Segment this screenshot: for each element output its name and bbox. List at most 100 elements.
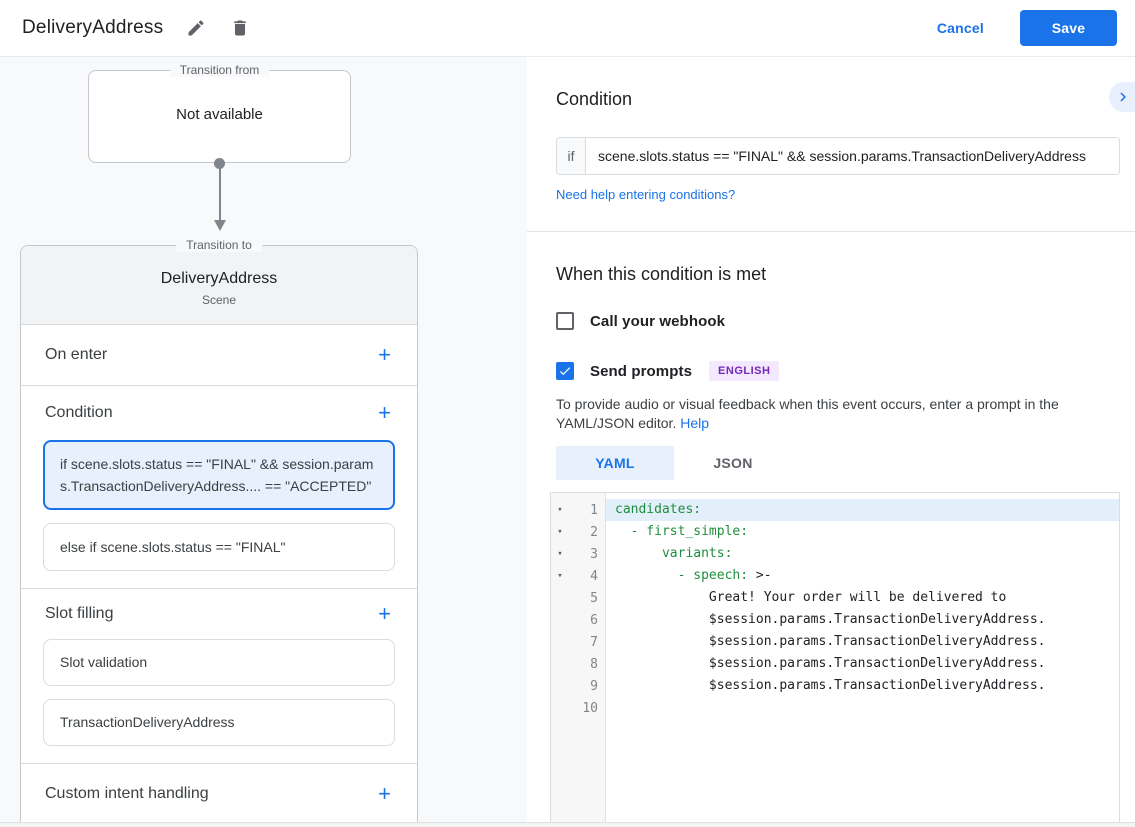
code-line[interactable]: $session.params.TransactionDeliveryAddre…	[606, 653, 1119, 675]
chevron-right-icon	[1120, 92, 1126, 102]
gutter-row: ▾4	[551, 565, 605, 587]
transition-arrow	[213, 158, 226, 232]
condition-detail-panel: Condition if Need help entering conditio…	[527, 57, 1135, 822]
condition-item[interactable]: if scene.slots.status == "FINAL" && sess…	[43, 440, 395, 510]
section-slot-filling-label: Slot filling	[45, 605, 114, 622]
edit-icon[interactable]	[185, 17, 207, 39]
gutter-row: 6	[551, 609, 605, 631]
slot-item[interactable]: TransactionDeliveryAddress	[43, 699, 395, 746]
section-condition-label: Condition	[45, 404, 113, 421]
send-prompts-checkbox[interactable]	[556, 362, 574, 380]
gutter-row: 8	[551, 653, 605, 675]
line-number: 6	[590, 612, 598, 628]
code-line[interactable]: $session.params.TransactionDeliveryAddre…	[606, 631, 1119, 653]
collapse-panel-button[interactable]	[1109, 82, 1135, 112]
scene-card: Transition to DeliveryAddress Scene On e…	[20, 238, 418, 822]
add-on-enter-button[interactable]: +	[378, 342, 391, 367]
condition-item[interactable]: else if scene.slots.status == "FINAL"	[43, 523, 395, 571]
tab-json[interactable]: JSON	[713, 455, 753, 471]
scene-name: DeliveryAddress	[160, 269, 278, 287]
line-number: 5	[590, 590, 598, 606]
line-number: 2	[590, 524, 598, 540]
slot-item[interactable]: Slot validation	[43, 639, 395, 686]
prompt-description: To provide audio or visual feedback when…	[556, 396, 1059, 431]
code-token: $session.params.TransactionDeliveryAddre…	[615, 612, 1046, 627]
condition-help-link[interactable]: Need help entering conditions?	[556, 187, 736, 202]
line-number: 8	[590, 656, 598, 672]
line-number: 9	[590, 678, 598, 694]
section-custom-intent-label: Custom intent handling	[45, 785, 209, 802]
code-token: Great! Your order will be delivered to	[615, 590, 1007, 605]
editor-format-tabs: YAML JSON	[556, 446, 1120, 480]
code-token: candidates:	[615, 502, 702, 517]
language-badge: ENGLISH	[709, 361, 780, 381]
transition-from-box: Transition from Not available	[88, 63, 351, 163]
editor-code-area[interactable]: candidates: - first_simple: variants: - …	[606, 493, 1119, 822]
code-token: $session.params.TransactionDeliveryAddre…	[615, 634, 1046, 649]
fold-arrow-icon[interactable]: ▾	[557, 549, 563, 559]
bottom-scrollbar-track[interactable]	[0, 822, 1135, 827]
condition-if-input[interactable]	[586, 138, 1119, 174]
scene-type: Scene	[201, 292, 237, 307]
code-token: - first_simple:	[630, 524, 749, 539]
code-line[interactable]: $session.params.TransactionDeliveryAddre…	[606, 609, 1119, 631]
code-line[interactable]: candidates:	[606, 499, 1119, 521]
scene-graph-panel: Transition from Not available Transition…	[0, 57, 527, 822]
transition-from-value: Not available	[176, 106, 263, 123]
topbar: DeliveryAddress Cancel Save	[0, 0, 1135, 57]
code-line[interactable]: - speech: >-	[606, 565, 1119, 587]
line-number: 1	[590, 502, 598, 518]
code-token	[615, 568, 678, 583]
code-token: >-	[748, 568, 772, 583]
condition-item-list: if scene.slots.status == "FINAL" && sess…	[21, 440, 417, 571]
transition-to-label: Transition to	[176, 238, 262, 252]
gutter-row: ▾2	[551, 521, 605, 543]
code-token: - speech:	[677, 568, 749, 583]
save-button[interactable]: Save	[1020, 10, 1117, 46]
add-slot-button[interactable]: +	[378, 601, 391, 626]
gutter-row: ▾1	[551, 499, 605, 521]
gutter-row: 10	[551, 697, 605, 719]
code-token: $session.params.TransactionDeliveryAddre…	[615, 678, 1046, 693]
code-token	[615, 524, 631, 539]
page-title: DeliveryAddress	[22, 17, 164, 38]
code-line[interactable]: - first_simple:	[606, 521, 1119, 543]
code-token: variants:	[661, 546, 733, 561]
code-line[interactable]	[606, 697, 1119, 719]
gutter-row: 9	[551, 675, 605, 697]
if-prefix-label: if	[557, 138, 586, 174]
condition-expression-field: if	[556, 137, 1120, 175]
fold-arrow-icon[interactable]: ▾	[557, 571, 563, 581]
code-token	[615, 546, 662, 561]
line-number: 10	[582, 700, 598, 716]
call-webhook-checkbox[interactable]	[556, 312, 574, 330]
send-prompts-label: Send prompts	[590, 362, 693, 380]
tab-yaml[interactable]: YAML	[556, 446, 674, 480]
line-number: 3	[590, 546, 598, 562]
code-line[interactable]: Great! Your order will be delivered to	[606, 587, 1119, 609]
delete-icon[interactable]	[229, 17, 251, 39]
add-condition-button[interactable]: +	[378, 400, 391, 425]
scene-card-header: DeliveryAddress Scene	[21, 246, 417, 324]
fold-arrow-icon[interactable]: ▾	[557, 527, 563, 537]
when-condition-heading: When this condition is met	[556, 264, 767, 284]
code-line[interactable]: variants:	[606, 543, 1119, 565]
gutter-row: ▾3	[551, 543, 605, 565]
call-webhook-label: Call your webhook	[590, 312, 726, 330]
gutter-row: 5	[551, 587, 605, 609]
transition-from-label: Transition from	[169, 63, 270, 77]
code-token: $session.params.TransactionDeliveryAddre…	[615, 656, 1046, 671]
add-custom-intent-button[interactable]: +	[378, 781, 391, 806]
cancel-button[interactable]: Cancel	[936, 20, 984, 36]
section-divider	[527, 231, 1135, 232]
fold-arrow-icon[interactable]: ▾	[557, 505, 563, 515]
section-on-enter-label: On enter	[45, 346, 108, 363]
condition-heading: Condition	[556, 89, 633, 109]
line-number: 7	[590, 634, 598, 650]
help-link[interactable]: Help	[680, 415, 710, 431]
line-number: 4	[590, 568, 598, 584]
code-line[interactable]: $session.params.TransactionDeliveryAddre…	[606, 675, 1119, 697]
check-icon	[559, 367, 571, 376]
